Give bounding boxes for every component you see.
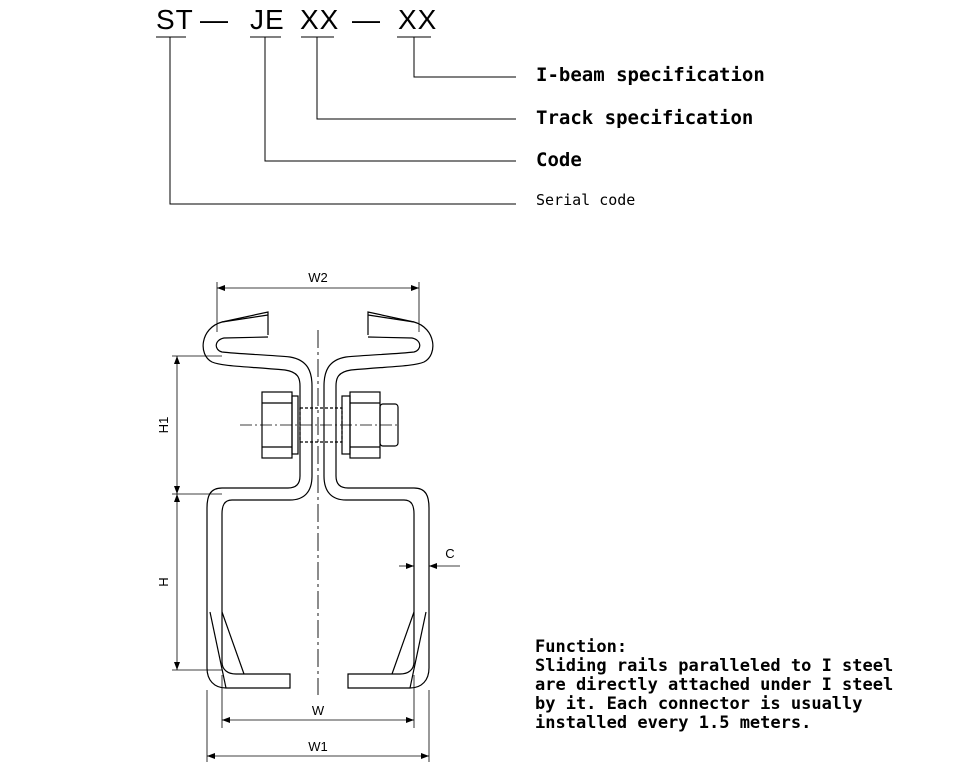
function-line-3: by it. Each connector is usually [535,694,863,714]
legend-ibeam-spec: I-beam specification [536,64,765,86]
dim-label-c: C [445,546,454,561]
code-dash-2: — [352,4,381,35]
code-part-je: JE [250,4,285,35]
dim-label-w1: W1 [308,739,328,754]
code-part-track: XX [300,4,340,35]
code-leader-lines [156,36,516,205]
function-line-2: are directly attached under I steel [535,675,894,695]
code-dash-1: — [200,4,229,35]
dim-label-h1: H1 [156,417,171,434]
dimension-arrows [174,285,437,759]
dim-label-h: H [156,577,171,586]
code-part-ibeam: XX [398,4,438,35]
code-part-st: ST [156,4,194,35]
legend-serial-code: Serial code [536,191,636,209]
function-line-4: installed every 1.5 meters. [535,713,812,733]
function-line-1: Sliding rails paralleled to I steel [535,656,894,676]
connector-body [202,311,434,695]
legend-track-spec: Track specification [536,107,754,129]
dimension-lines [172,282,460,762]
function-title: Function: [535,637,628,657]
dim-label-w: W [312,703,325,718]
function-description: Function: Sliding rails paralleled to I … [535,638,950,733]
dim-label-w2: W2 [308,270,328,285]
legend-code: Code [536,149,582,171]
